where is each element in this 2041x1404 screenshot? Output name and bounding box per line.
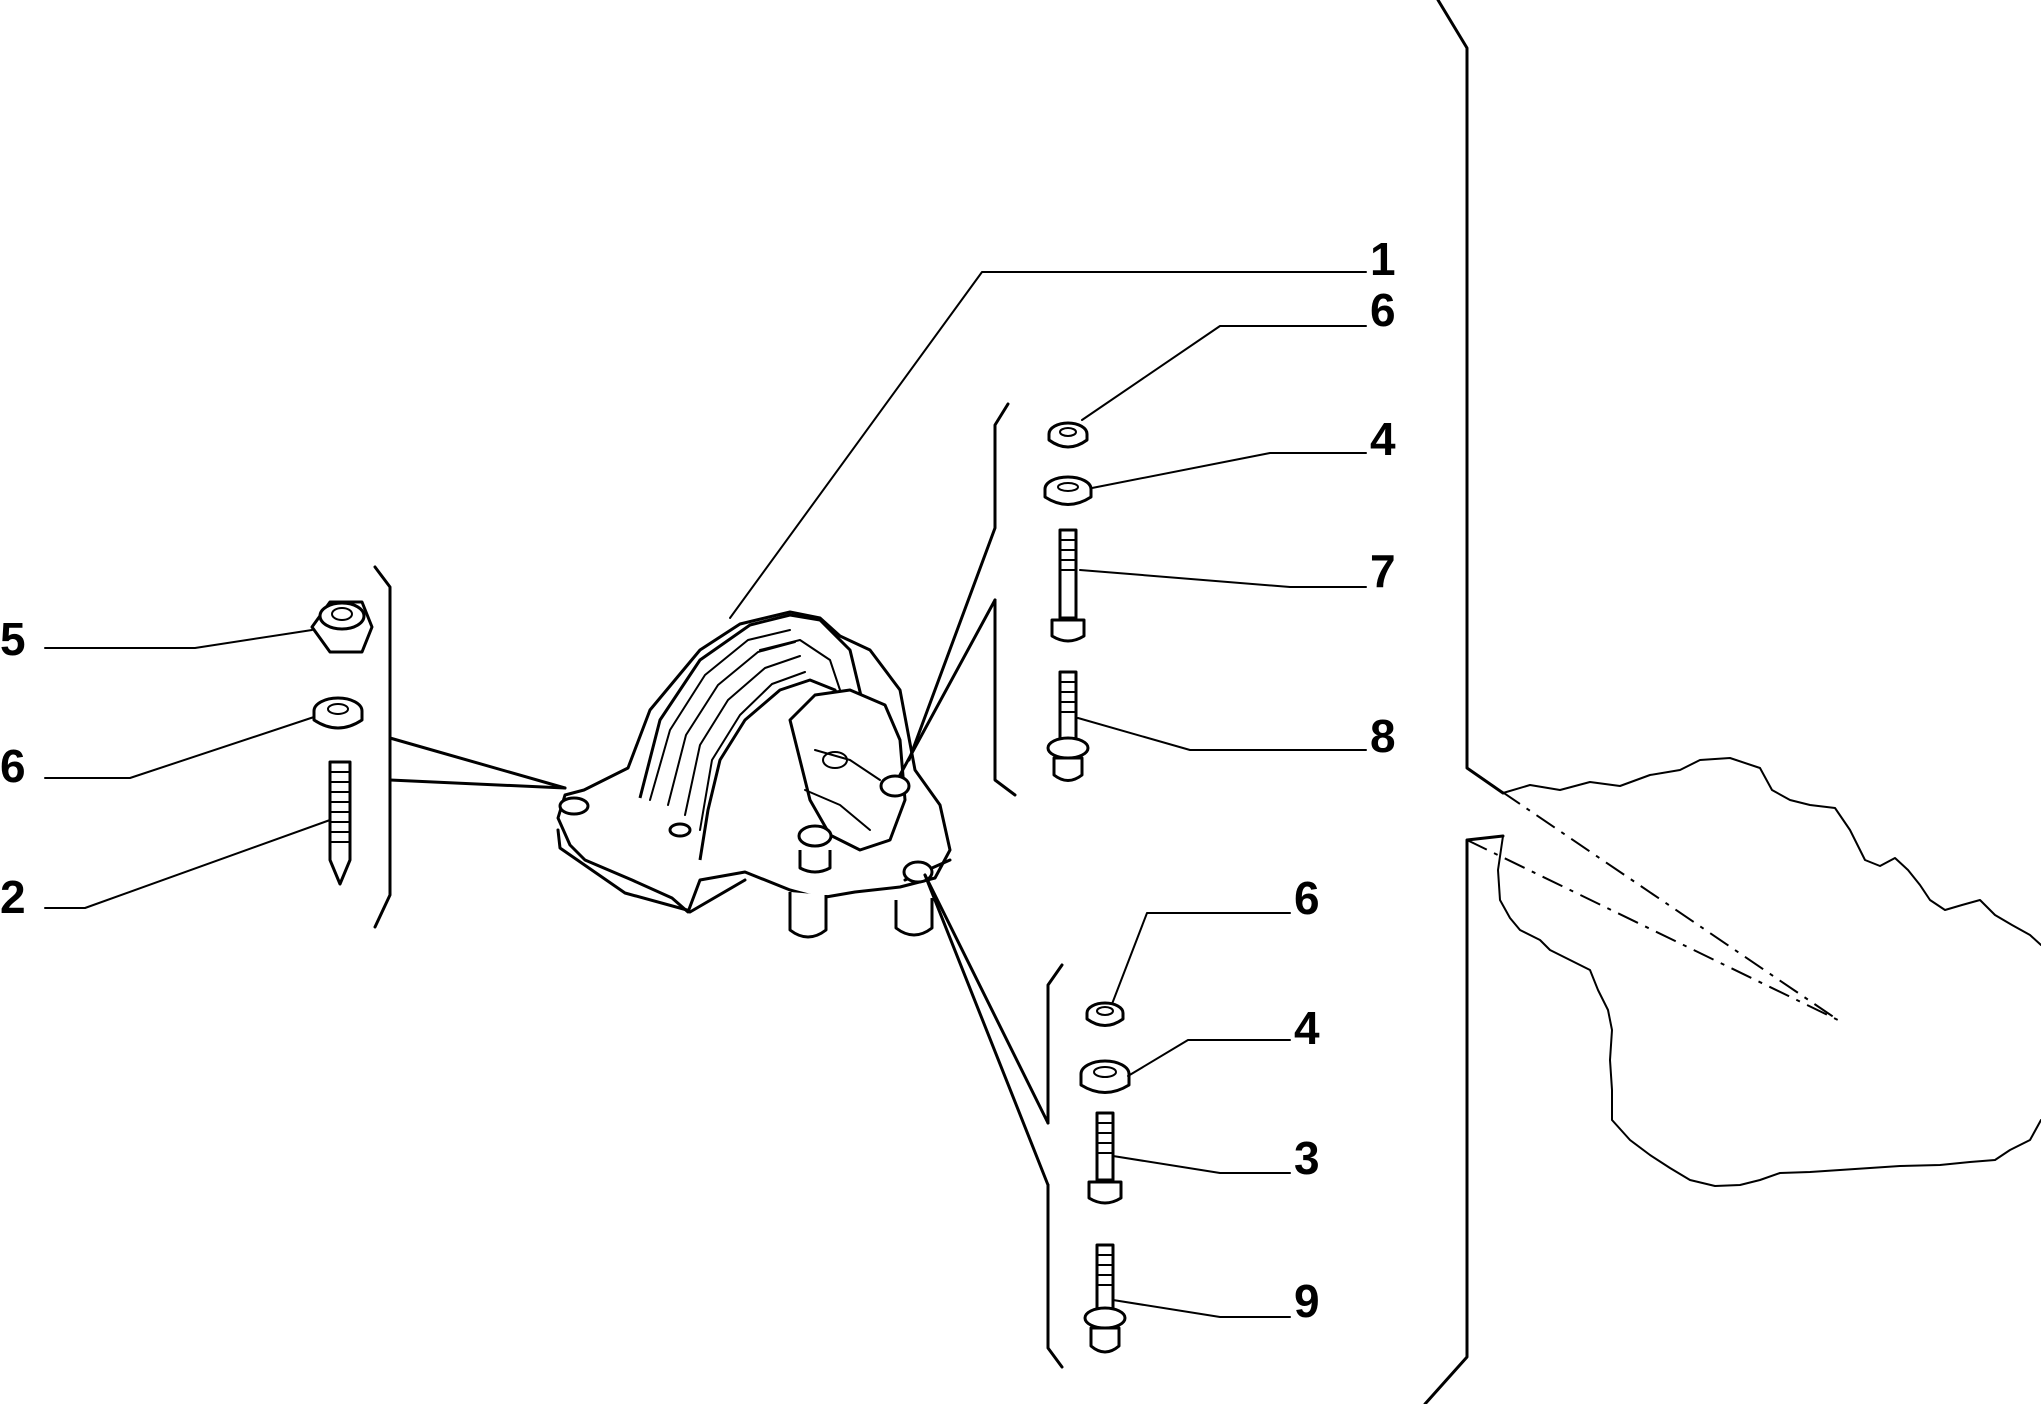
callout-5: 5 (0, 613, 26, 665)
callout-4-upper: 4 (1370, 413, 1396, 465)
spacer-4-lower (1079, 1059, 1131, 1094)
engine-mount-bracket (556, 610, 952, 939)
callout-6-upper: 6 (1370, 284, 1396, 336)
callout-1: 1 (1370, 233, 1396, 285)
bolt-7 (1050, 528, 1086, 643)
bracket-left (373, 565, 392, 929)
callout-6-lower: 6 (1294, 872, 1320, 924)
callout-7: 7 (1370, 545, 1396, 597)
bracket-upper-right (898, 402, 1017, 797)
callout-9: 9 (1294, 1275, 1320, 1327)
stud-2 (328, 760, 352, 886)
callout-4-lower: 4 (1294, 1002, 1320, 1054)
callout-leaders (44, 271, 1367, 1318)
spacer-4-upper (1043, 475, 1093, 506)
bolt-9 (1083, 1243, 1127, 1354)
bolt-3 (1087, 1111, 1123, 1205)
bracket-lower-right (923, 873, 1064, 1369)
callout-2: 2 (0, 871, 26, 923)
washer-6-upper (1047, 421, 1089, 449)
callout-8: 8 (1370, 710, 1396, 762)
washer-6-left (312, 696, 364, 730)
vehicle-location-bracket (1423, 0, 1505, 1404)
nut-5 (310, 600, 374, 654)
vehicle-outline-inset (1466, 757, 2041, 1187)
callout-numbers: 1 6 4 7 8 5 6 2 6 4 3 9 (0, 233, 1396, 1327)
bolt-8 (1046, 670, 1090, 782)
washer-6-lower (1085, 1001, 1125, 1027)
callout-3: 3 (1294, 1132, 1320, 1184)
callout-6-left: 6 (0, 740, 26, 792)
left-to-mount-leaders (388, 736, 567, 790)
